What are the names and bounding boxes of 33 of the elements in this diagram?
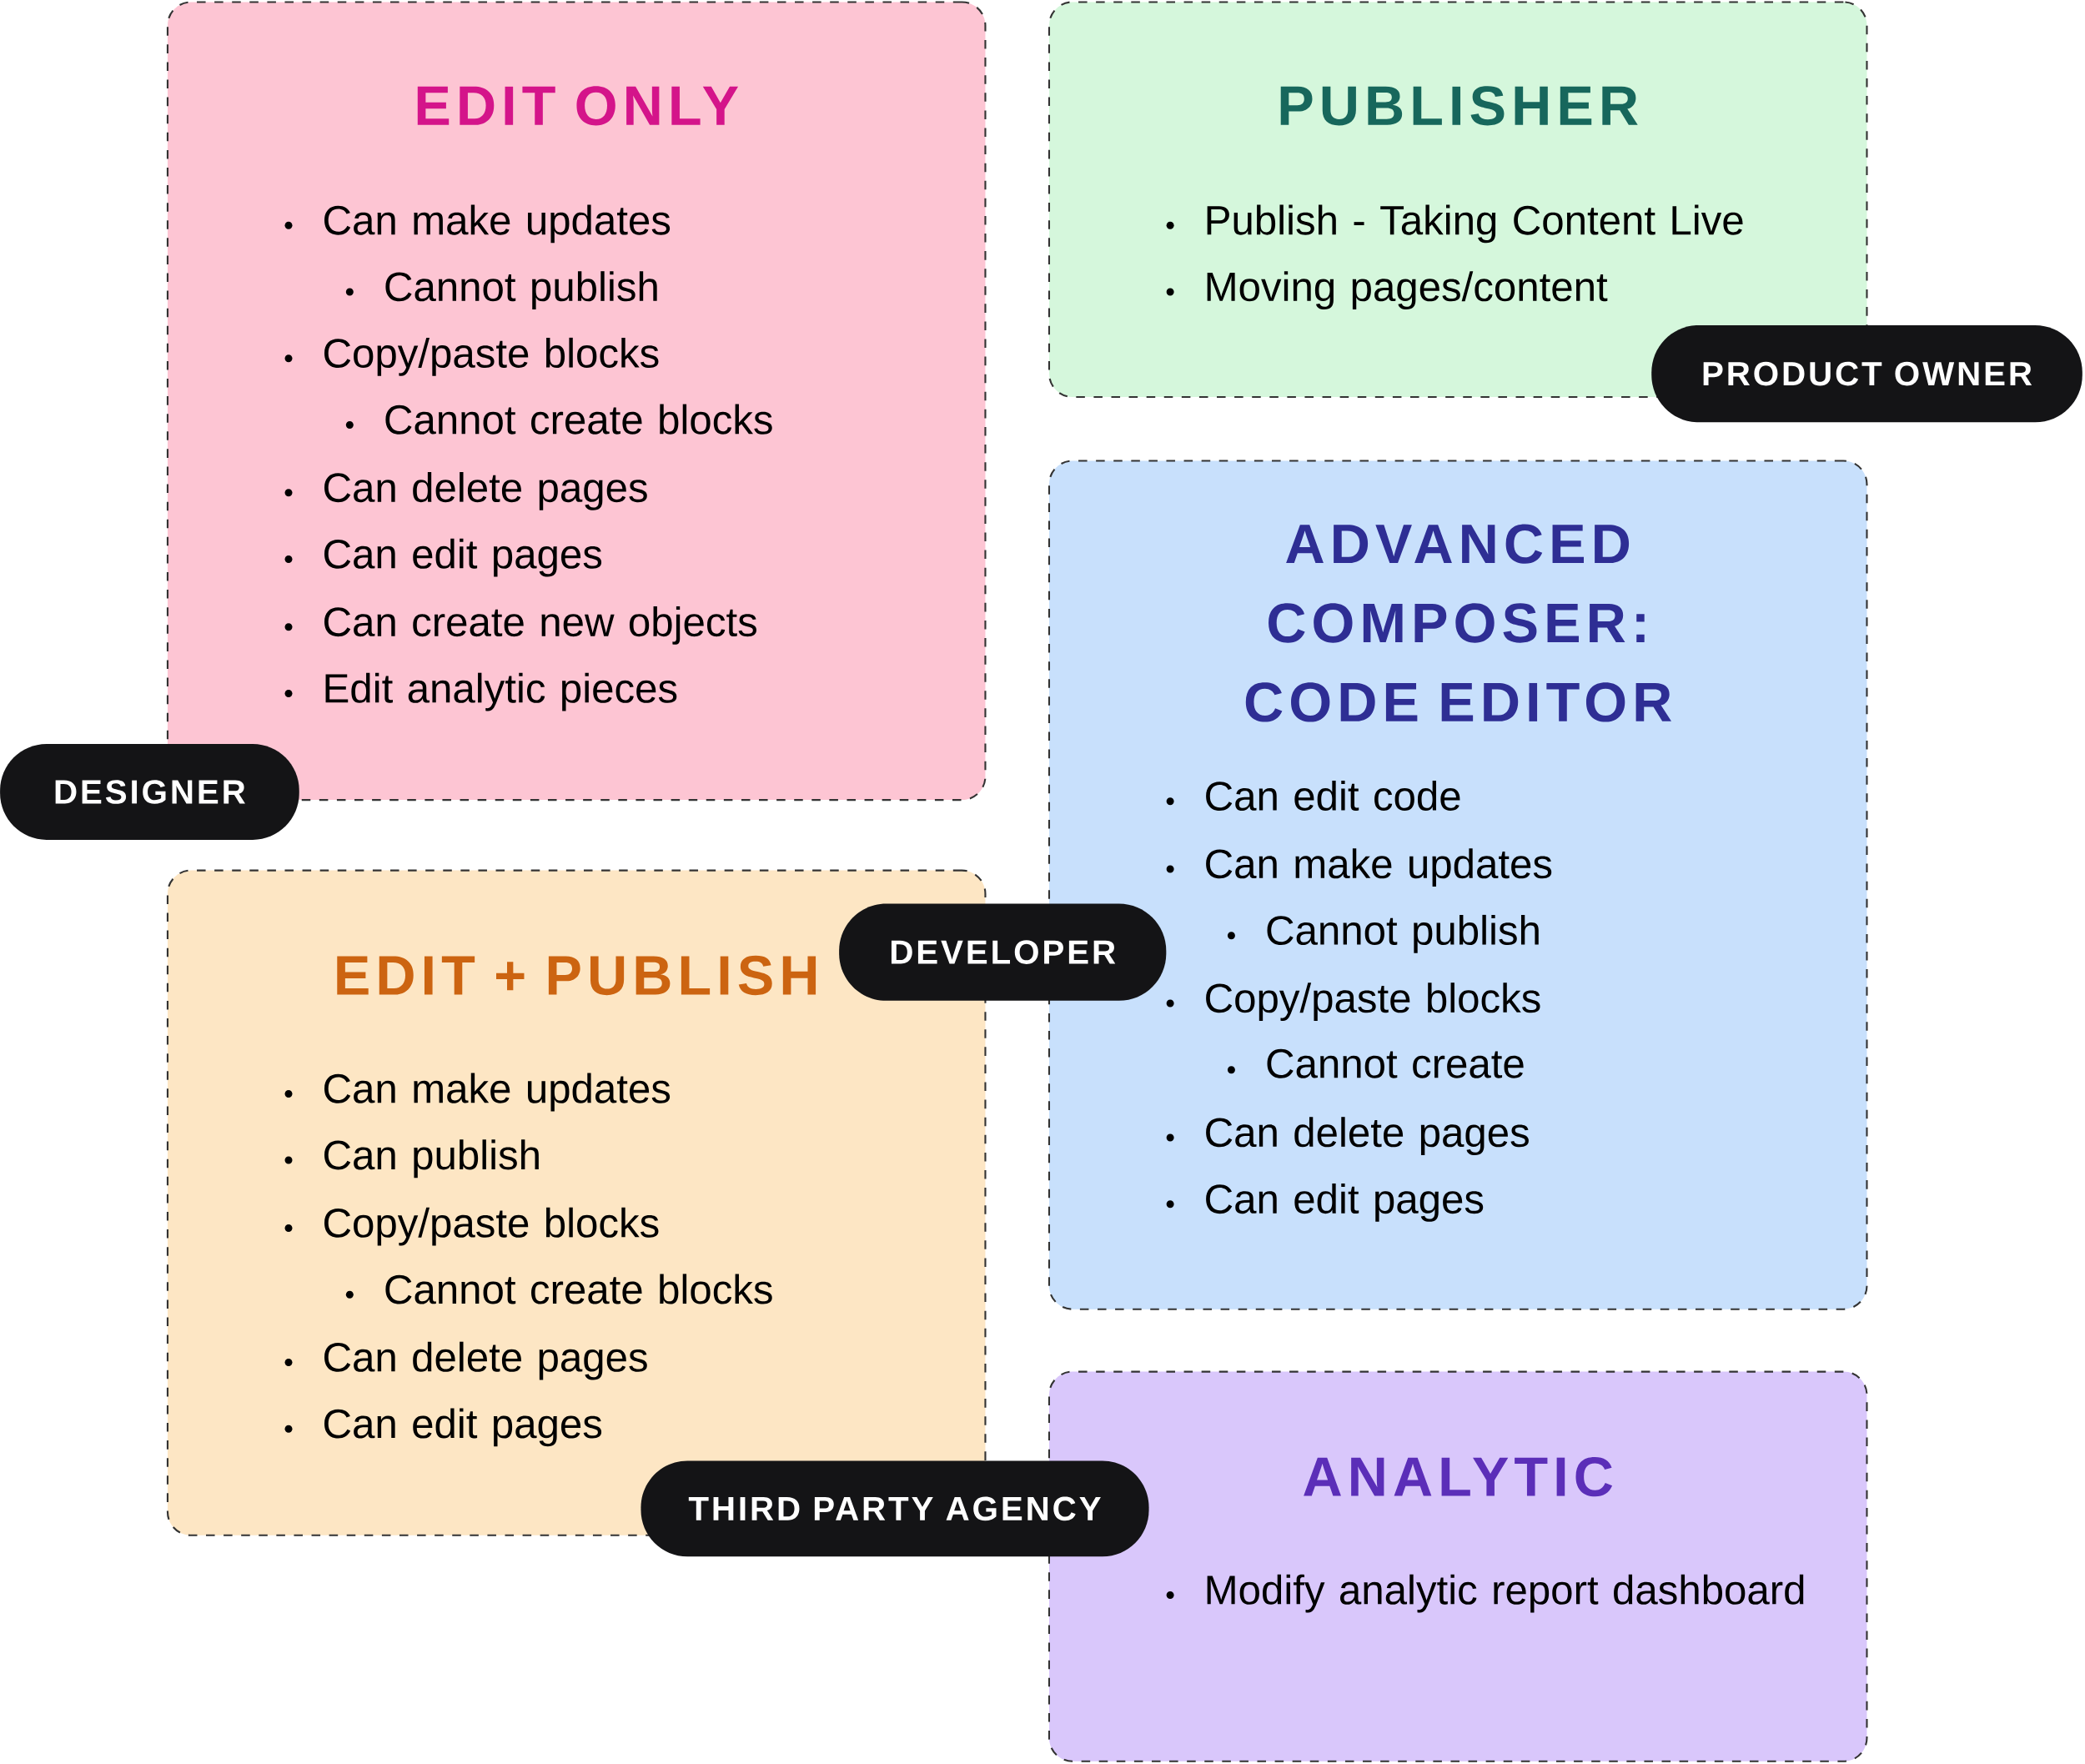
bullet-item: Cannot publish — [1227, 914, 1539, 953]
role-pill: THIRD PARTY AGENCY — [641, 1460, 1149, 1557]
card-title: PUBLISHER — [1280, 86, 1638, 126]
bullet-item: Can make updates — [284, 1073, 671, 1112]
bullet-item: Cannot create — [1227, 1048, 1524, 1078]
bullet-item: Can edit pages — [1166, 1184, 1484, 1222]
bullet-item: Copy/paste blocks — [284, 337, 659, 376]
bullet-item: Can edit code — [1166, 780, 1460, 812]
bullet-item: Can edit pages — [284, 538, 602, 577]
bullet-item: Can delete pages — [284, 472, 647, 510]
card-title: ADVANCED COMPOSER: CODE EDITOR — [1245, 524, 1671, 722]
bullet-item: Cannot publish — [345, 271, 657, 310]
bullet-item: Copy/paste blocks — [284, 1207, 659, 1246]
card-title: EDIT ONLY — [417, 86, 739, 126]
bullet-item: Can make updates — [1166, 848, 1552, 887]
card-title: EDIT + PUBLISH — [337, 955, 816, 996]
bullet-item: Can publish — [284, 1139, 539, 1179]
role-pill: PRODUCT OWNER — [1651, 324, 2082, 423]
bullet-item: Modify analytic report dashboard — [1166, 1574, 1804, 1613]
bullet-item: Copy/paste blocks — [1166, 983, 1540, 1022]
role-pill: DEVELOPER — [839, 903, 1167, 1001]
bullet-item: Cannot create blocks — [345, 404, 772, 435]
bullet-item: Can edit pages — [284, 1408, 602, 1447]
role-pill: DESIGNER — [0, 744, 299, 840]
bullet-item: Can create new objects — [284, 606, 756, 645]
bullet-item: Can delete pages — [1166, 1117, 1529, 1156]
bullet-item: Can make updates — [284, 204, 671, 244]
bullet-item: Publish - Taking Content Live — [1166, 204, 1743, 244]
bullet-item: Cannot create blocks — [345, 1274, 772, 1304]
card-title: ANALYTIC — [1304, 1456, 1613, 1497]
bullet-item: Moving pages/content — [1166, 271, 1608, 310]
bullet-item: Edit analytic pieces — [284, 672, 677, 711]
bullet-item: Can delete pages — [284, 1341, 647, 1380]
